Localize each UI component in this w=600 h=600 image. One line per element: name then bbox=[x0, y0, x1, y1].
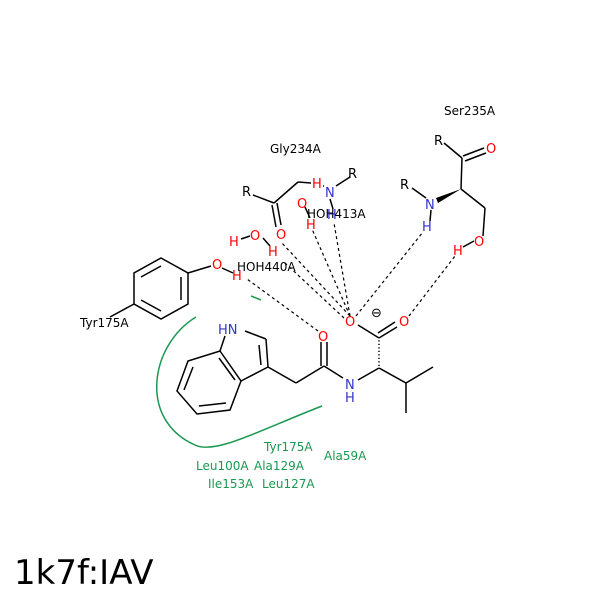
bond bbox=[443, 142, 463, 159]
charge-minus: ⊖ bbox=[371, 306, 382, 321]
atom-r: R bbox=[400, 178, 409, 193]
hydrophobic-label: Tyr175A bbox=[263, 440, 313, 454]
bond bbox=[335, 176, 351, 187]
atom-o: O bbox=[276, 228, 286, 243]
atom-r: R bbox=[434, 134, 443, 149]
residue-label-tyr175: Tyr175A bbox=[79, 316, 129, 330]
hydrophobic-tick bbox=[250, 295, 262, 301]
bond bbox=[357, 367, 380, 381]
bond bbox=[482, 207, 486, 237]
bond bbox=[265, 338, 269, 368]
diagram-title: 1k7f:IAV bbox=[14, 553, 154, 593]
atom-h: H bbox=[453, 244, 463, 259]
atom-h: H bbox=[232, 269, 242, 284]
atom-o: O bbox=[474, 235, 484, 250]
hydrophobic-label: Leu100A bbox=[196, 459, 249, 473]
bond bbox=[240, 235, 251, 240]
atom-n: N bbox=[345, 378, 355, 393]
atom-h: H bbox=[345, 391, 355, 406]
bond bbox=[295, 365, 325, 384]
phenyl-ring bbox=[133, 257, 189, 320]
bond bbox=[276, 202, 282, 226]
hydrogen-bond bbox=[355, 231, 424, 317]
bond bbox=[198, 402, 227, 407]
bond bbox=[462, 147, 485, 157]
bond bbox=[273, 181, 299, 204]
residue-label-gly234: Gly234A bbox=[270, 142, 322, 156]
atom-o: O bbox=[250, 229, 260, 244]
hydrophobic-label: Ala59A bbox=[324, 449, 367, 463]
bond bbox=[244, 330, 267, 340]
atom-o: O bbox=[297, 197, 307, 212]
bond bbox=[460, 188, 486, 209]
bond bbox=[377, 321, 396, 334]
atom-o: O bbox=[212, 258, 222, 273]
atom-h: H bbox=[422, 220, 432, 235]
bond bbox=[218, 357, 236, 381]
bond bbox=[221, 267, 234, 274]
bond bbox=[378, 326, 398, 339]
atom-h: H bbox=[306, 218, 316, 233]
hydrophobic-label: Leu127A bbox=[262, 477, 315, 491]
residue-label-hoh413: HOH413A bbox=[307, 207, 366, 221]
wedge-bond bbox=[436, 189, 461, 203]
bond bbox=[262, 237, 271, 247]
atom-hn: HN bbox=[218, 323, 238, 338]
bond bbox=[411, 187, 427, 199]
hydrophobic-label: Ile153A bbox=[208, 477, 254, 491]
atom-h: H bbox=[312, 177, 322, 192]
atom-n: N bbox=[425, 198, 435, 213]
bond bbox=[297, 181, 312, 184]
hydrogen-bond bbox=[246, 278, 319, 332]
atom-o: O bbox=[345, 315, 355, 330]
bond bbox=[267, 366, 297, 384]
bond bbox=[183, 366, 194, 391]
residue-label-hoh440: HOH440A bbox=[237, 260, 296, 274]
bond bbox=[429, 209, 432, 222]
atom-h: H bbox=[229, 235, 239, 250]
bond bbox=[323, 365, 344, 379]
hydrophobic-arc bbox=[156, 316, 323, 448]
hydrogen-bond bbox=[408, 255, 456, 317]
bond bbox=[252, 194, 275, 204]
hydrophobic-label: Ala129A bbox=[254, 459, 305, 473]
bond bbox=[140, 299, 162, 312]
bond bbox=[304, 206, 311, 219]
hydrogen-bond bbox=[333, 222, 351, 317]
bond bbox=[219, 335, 226, 352]
atom-h: H bbox=[268, 245, 278, 260]
atom-r: R bbox=[348, 167, 357, 182]
bond bbox=[378, 367, 407, 384]
bond bbox=[405, 366, 434, 384]
bond bbox=[187, 265, 212, 274]
hydrogen-bond bbox=[283, 261, 345, 319]
bond bbox=[258, 344, 262, 366]
bond bbox=[140, 265, 162, 278]
atom-h: H bbox=[327, 208, 337, 223]
bond bbox=[357, 324, 380, 339]
hydrogen-bond bbox=[311, 228, 351, 317]
residue-label-ser235: Ser235A bbox=[444, 104, 496, 118]
hydrogen-bond bbox=[280, 241, 351, 317]
bond bbox=[464, 152, 487, 162]
bond bbox=[109, 303, 135, 318]
bond bbox=[240, 366, 269, 382]
atom-o: O bbox=[399, 315, 409, 330]
bond bbox=[271, 204, 277, 228]
bond bbox=[460, 157, 463, 190]
atom-o: O bbox=[486, 142, 496, 157]
atom-n: N bbox=[325, 186, 335, 201]
bond bbox=[462, 240, 475, 248]
atom-o: O bbox=[318, 330, 328, 345]
bond bbox=[329, 198, 334, 210]
atom-r: R bbox=[242, 185, 251, 200]
